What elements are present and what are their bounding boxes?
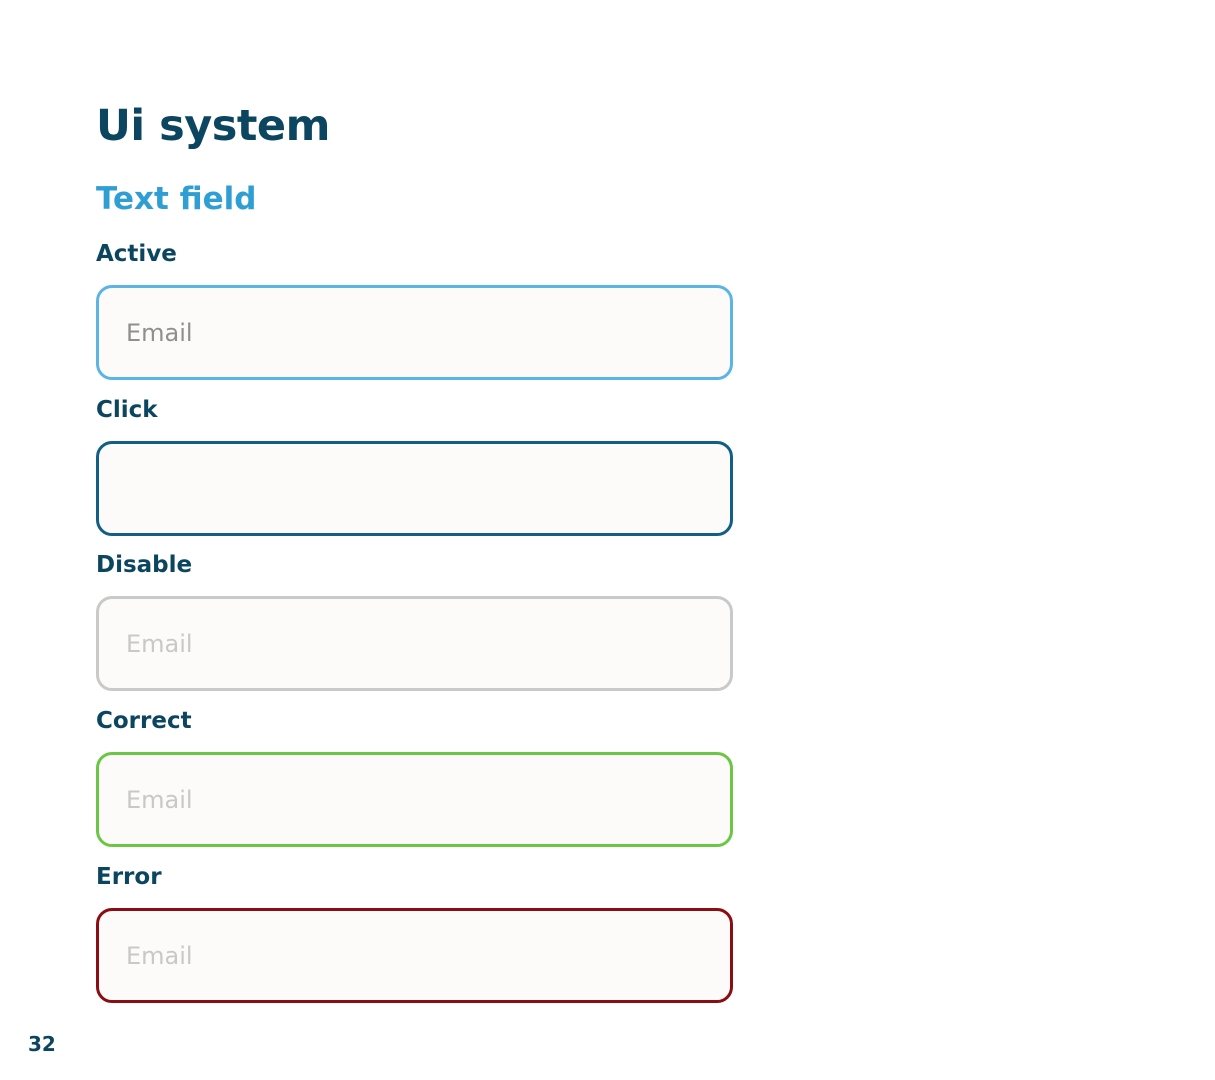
page-title: Ui system <box>96 101 330 151</box>
label-disable: Disable <box>96 552 193 578</box>
label-click: Click <box>96 397 158 423</box>
email-field-correct[interactable] <box>96 752 733 847</box>
section-title: Text field <box>96 181 257 217</box>
label-error: Error <box>96 864 162 890</box>
label-correct: Correct <box>96 708 192 734</box>
email-field-active[interactable] <box>96 285 733 380</box>
page-number: 32 <box>28 1032 56 1056</box>
email-field-error[interactable] <box>96 908 733 1003</box>
email-field-disabled <box>96 596 733 691</box>
email-field-click[interactable] <box>96 441 733 536</box>
label-active: Active <box>96 241 177 267</box>
